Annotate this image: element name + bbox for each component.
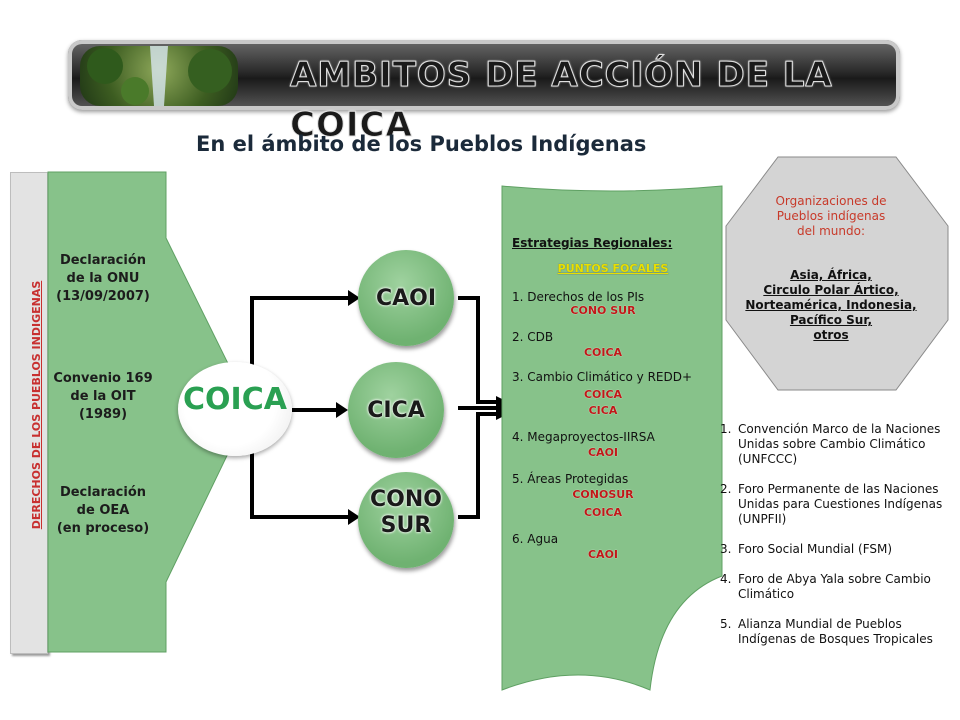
convenio-oit-line3: (1989) xyxy=(78,407,128,422)
forum-text-2: Foro Permanente de las Naciones Unidas p… xyxy=(738,482,943,526)
strategy-2-focal: COICA xyxy=(583,346,623,359)
forum-item-5: 5. Alianza Mundial de Pueblos Indígenas … xyxy=(720,617,952,647)
strategy-3-focal-2: CICA xyxy=(588,404,618,417)
forum-num-5: 5. xyxy=(720,617,732,631)
forums-list: 1. Convención Marco de la Naciones Unida… xyxy=(720,422,952,662)
caoi-label: CAOI xyxy=(375,286,437,311)
forum-item-1: 1. Convención Marco de la Naciones Unida… xyxy=(720,422,952,467)
strategies-panel xyxy=(501,185,723,691)
caoi-node xyxy=(358,250,454,346)
subtitle: En el ámbito de los Pueblos Indígenas xyxy=(196,132,647,156)
strategy-1-focal: CONO SUR xyxy=(570,304,636,317)
cono-sur-node xyxy=(358,472,454,568)
strategy-4-focal: CAOI xyxy=(587,446,619,459)
waterfall-image xyxy=(87,46,232,106)
declaration-onu: Declaración de la ONU (13/09/2007) xyxy=(48,252,158,306)
declaration-oea-line1: Declaración xyxy=(59,485,147,500)
octagon-region-4: Pacífico Sur, xyxy=(789,313,873,327)
cica-label: CICA xyxy=(367,398,425,423)
forum-num-1: 1. xyxy=(720,422,732,436)
octagon-intro-line1: Organizaciones de xyxy=(775,194,887,208)
octagon-regions: Asia, África, Circulo Polar Ártico, Nort… xyxy=(736,268,926,343)
declaration-onu-line2: de la ONU xyxy=(66,271,140,286)
declarations-arrow xyxy=(47,171,251,653)
octagon-region-1: Asia, África, xyxy=(790,268,872,282)
cono-sur-label: CONO SUR xyxy=(358,487,454,539)
cono-sur-label-line2: SUR xyxy=(380,513,432,538)
strategy-2: 2. CDB xyxy=(512,330,554,344)
forum-item-2: 2. Foro Permanente de las Naciones Unida… xyxy=(720,482,952,527)
connector-caoi-out xyxy=(458,296,498,404)
declaration-onu-line3: (13/09/2007) xyxy=(56,289,150,304)
forest-photo xyxy=(80,46,238,106)
octagon-region-5: otros xyxy=(813,328,849,342)
coica-node xyxy=(178,362,292,456)
octagon xyxy=(725,156,949,391)
strategy-5-focal-1: CONOSUR xyxy=(572,488,634,501)
octagon-region-3: Norteamérica, Indonesia, xyxy=(745,298,917,312)
strategy-3: 3. Cambio Climático y REDD+ xyxy=(512,370,693,384)
forum-text-1: Convención Marco de la Naciones Unidas s… xyxy=(738,422,941,466)
arrowhead-cica xyxy=(336,402,348,418)
arrowhead-cono-sur xyxy=(348,509,360,525)
arrowhead-caoi xyxy=(348,290,360,306)
forum-text-4: Foro de Abya Yala sobre Cambio Climático xyxy=(738,572,931,601)
coica-label: COICA xyxy=(183,382,287,417)
forum-num-3: 3. xyxy=(720,542,732,556)
strategy-1: 1. Derechos de los PIs xyxy=(512,290,645,304)
strategies-header: Estrategias Regionales: xyxy=(512,236,673,250)
convenio-oit-line2: de la OIT xyxy=(70,389,136,404)
page-title: AMBITOS DE ACCIÓN DE LA COICA xyxy=(290,55,833,146)
octagon-intro: Organizaciones de Pueblos indígenas del … xyxy=(736,194,926,239)
forum-num-4: 4. xyxy=(720,572,732,586)
forum-item-3: 3. Foro Social Mundial (FSM) xyxy=(720,542,952,557)
forum-num-2: 2. xyxy=(720,482,732,496)
focal-points-label: PUNTOS FOCALES xyxy=(557,262,669,275)
declaration-oea-line3: (en proceso) xyxy=(56,521,150,536)
strategy-3-focal-1: COICA xyxy=(583,388,623,401)
octagon-region-2: Circulo Polar Ártico, xyxy=(763,283,899,297)
connector-cono-out xyxy=(458,412,498,519)
octagon-intro-line3: del mundo: xyxy=(796,224,866,238)
forum-text-3: Foro Social Mundial (FSM) xyxy=(738,542,893,556)
forum-item-4: 4. Foro de Abya Yala sobre Cambio Climát… xyxy=(720,572,952,602)
convenio-oit-line1: Convenio 169 xyxy=(53,371,153,386)
strategy-4: 4. Megaproyectos-IIRSA xyxy=(512,430,655,444)
declaration-onu-line1: Declaración xyxy=(59,253,147,268)
cica-node xyxy=(348,362,444,458)
declaration-oea: Declaración de OEA (en proceso) xyxy=(48,484,158,538)
declaration-oea-line2: de OEA xyxy=(76,503,130,518)
strategy-6: 6. Agua xyxy=(512,532,559,546)
octagon-intro-line2: Pueblos indígenas xyxy=(776,209,886,223)
strategy-5-focal-2: COICA xyxy=(583,506,623,519)
convenio-oit: Convenio 169 de la OIT (1989) xyxy=(48,370,158,424)
strategy-6-focal: CAOI xyxy=(587,548,619,561)
cono-sur-label-line1: CONO xyxy=(370,487,442,512)
forum-text-5: Alianza Mundial de Pueblos Indígenas de … xyxy=(738,617,933,646)
strategy-5: 5. Áreas Protegidas xyxy=(512,472,629,486)
